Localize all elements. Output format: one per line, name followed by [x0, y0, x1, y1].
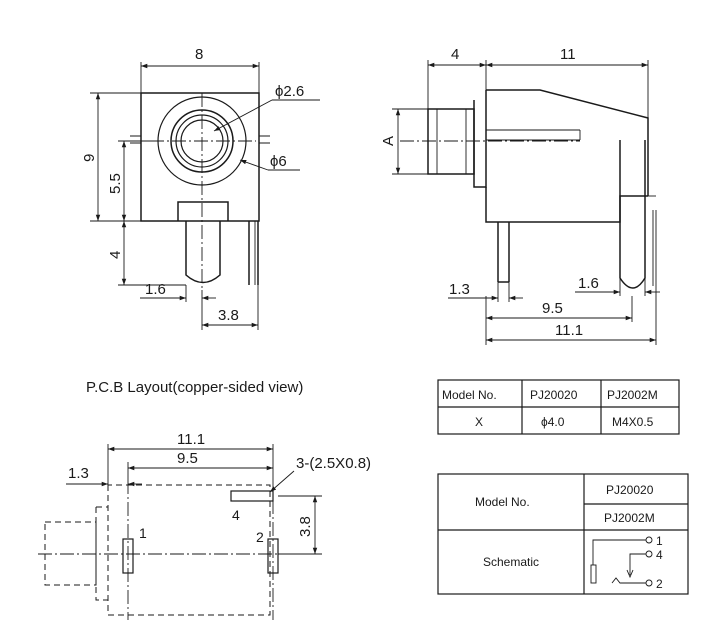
- pad-4: [230, 490, 274, 502]
- dim-front-width: 8: [195, 46, 203, 63]
- pad-label-4: 4: [232, 507, 240, 523]
- pcb-dim-offset: 1.3: [68, 465, 89, 482]
- pcb-layout-title: P.C.B Layout(copper-sided view): [86, 379, 303, 396]
- pcb-dim-slot: 3-(2.5X0.8): [296, 455, 371, 472]
- front-center-pin: [185, 221, 221, 284]
- dim-front-leg: 4: [107, 251, 124, 259]
- pad-1: [122, 538, 134, 574]
- pcb-layout: P.C.B Layout(copper-sided view) 1 2 4 11…: [38, 379, 371, 620]
- side-view: 4 11 A 1.3 1.6 9.5 11.1: [380, 46, 660, 345]
- dim-barrel-label: A: [380, 136, 397, 146]
- side-barrel: [427, 108, 475, 175]
- dim-side-pin-right: 1.6: [578, 275, 599, 292]
- dim-body-length: 11: [560, 46, 576, 63]
- pcb-dim-vertical: 3.8: [297, 516, 314, 537]
- dim-front-pin-offset: 1.6: [145, 281, 166, 298]
- schem-schematic-label: Schematic: [483, 555, 539, 569]
- dim-side-total-span: 11.1: [555, 322, 583, 339]
- spec-header-pj20020: PJ20020: [530, 388, 578, 402]
- pad-label-1: 1: [139, 525, 147, 541]
- side-front-pin: [497, 222, 510, 283]
- dim-outer-diameter: ϕ6: [270, 153, 287, 170]
- dim-side-pin-span: 9.5: [542, 300, 563, 317]
- dim-hole-diameter: ϕ2.6: [275, 83, 304, 100]
- dim-side-pin-left: 1.3: [449, 281, 470, 298]
- spec-header-model: Model No.: [442, 388, 497, 402]
- jack-schematic-symbol: 1 4 2: [590, 534, 663, 591]
- schem-terminal-1: 1: [656, 534, 663, 548]
- side-rear-pin: [619, 140, 646, 289]
- dim-barrel-length: 4: [451, 46, 459, 63]
- front-view: 8 9 5.5 4 ϕ2.6 ϕ6 1.6 3.8: [81, 46, 320, 330]
- pad-2: [267, 538, 279, 574]
- side-body: [473, 89, 649, 196]
- dim-front-pin-spacing: 3.8: [218, 307, 239, 324]
- spec-value-pj2002m: M4X0.5: [612, 415, 654, 429]
- spec-header-pj2002m: PJ2002M: [607, 388, 658, 402]
- spec-value-pj20020: ϕ4.0: [541, 415, 565, 429]
- pcb-dim-span: 9.5: [177, 450, 198, 467]
- pcb-outline: [107, 484, 271, 616]
- pad-label-2: 2: [256, 529, 264, 545]
- schem-terminal-4: 4: [656, 548, 663, 562]
- schem-model-label: Model No.: [475, 495, 530, 509]
- front-side-pin: [248, 221, 259, 285]
- pcb-dim-total: 11.1: [177, 431, 205, 448]
- front-body-outline: [140, 92, 260, 222]
- schematic-table: Model No. PJ20020 PJ2002M Schematic 1 4 …: [437, 473, 689, 595]
- schem-model-pj20020: PJ20020: [606, 483, 654, 497]
- schem-model-pj2002m: PJ2002M: [604, 511, 655, 525]
- spec-table: Model No. PJ20020 PJ2002M X ϕ4.0 M4X0.5: [437, 379, 680, 435]
- dim-front-height: 9: [81, 154, 98, 162]
- spec-row-label: X: [475, 415, 483, 429]
- dim-front-center-height: 5.5: [107, 173, 124, 194]
- schem-terminal-2: 2: [656, 577, 663, 591]
